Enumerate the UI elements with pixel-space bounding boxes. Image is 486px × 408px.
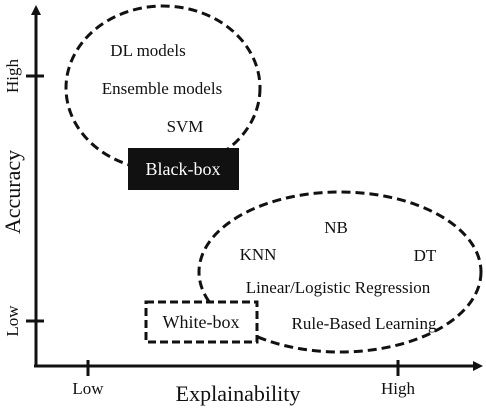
white-box-label-box [144, 300, 259, 344]
black-box-label: Black-box [146, 159, 221, 179]
y-axis-title: Accuracy [0, 150, 25, 234]
white-box-item-linear-logistic-regression: Linear/Logistic Regression [246, 278, 431, 297]
y-tick-label-high: High [3, 59, 22, 94]
x-tick-label-low: Low [72, 379, 104, 398]
black-box-item-dl-models: DL models [110, 41, 185, 60]
black-box-label-box [128, 148, 239, 190]
white-box-item-dt: DT [414, 246, 437, 265]
y-tick-label-low: Low [3, 305, 22, 337]
x-axis-title: Explainability [176, 381, 301, 406]
white-box-item-knn: KNN [240, 245, 277, 264]
black-box-item-svm: SVM [167, 117, 204, 136]
black-box-item-ensemble-models: Ensemble models [102, 79, 222, 98]
white-box-item-nb: NB [324, 218, 348, 237]
x-tick-label-high: High [381, 379, 416, 398]
white-box-item-rule-based-learning: Rule-Based Learning [292, 314, 437, 333]
white-box-ellipse [197, 190, 483, 354]
white-box-label: White-box [163, 312, 240, 332]
